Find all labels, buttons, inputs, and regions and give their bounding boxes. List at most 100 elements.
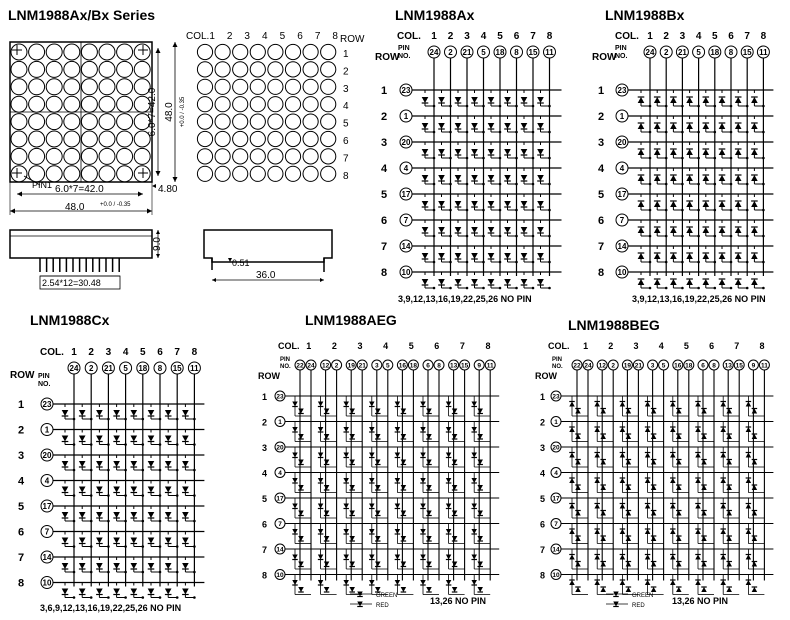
row-number: 1 [262,392,267,402]
red-led-diode [600,434,606,439]
green-led-diode [670,427,676,432]
junction-dot [449,156,452,160]
led-diode-symbol [61,512,69,518]
column-number: 7 [734,341,739,351]
led-diode-symbol [61,588,69,595]
led-diode-symbol [537,123,544,129]
junction-dot [531,286,535,290]
led-diode-symbol [653,279,661,285]
column-number: 2 [448,31,454,42]
dot-led [116,113,134,131]
column-number: 4 [659,341,664,351]
led-diode-symbol [438,97,445,103]
column-number: 8 [192,347,198,358]
red-led-diode [751,536,758,541]
dot-led [232,130,249,148]
red-led-diode [400,485,407,490]
column-number: 8 [547,31,553,42]
junction-dot [515,286,518,290]
green-led-diode [670,529,676,534]
dot-led [98,60,116,78]
junction-dot [548,208,551,212]
column-number: 1 [306,341,311,351]
red-led-diode [298,408,304,414]
red-led-diode [701,434,707,439]
column-number: 2 [332,341,337,351]
red-led-diode [751,408,758,414]
led-diode-symbol [520,227,528,233]
column-number: 7 [460,341,465,351]
red-led-diode [600,587,606,592]
column-pin-number: 2 [89,364,94,373]
led-diode-symbol [421,279,429,285]
dot-led [45,130,63,148]
column-pin-number: 18 [410,363,418,370]
dot-led [10,60,28,78]
led-diode-symbol [421,97,429,103]
junction-dot [762,104,765,108]
green-led-diode [644,554,651,560]
led-diode-symbol [61,486,69,493]
row-number: 6 [18,527,24,539]
junction-dot [531,130,535,134]
column-pin-number: 21 [463,48,472,57]
green-led-diode [445,478,452,483]
row-pin-number: 10 [552,572,560,579]
junction-dot [664,260,668,264]
junction-dot [141,545,145,548]
row-number: 8 [18,578,24,590]
junction-dot [141,443,145,446]
row-pin-number: 23 [402,86,411,95]
junction-dot [175,494,179,497]
red-led-diode [375,587,381,592]
junction-dot [72,596,76,599]
led-diode-symbol [130,435,138,442]
column-number: 6 [514,31,520,42]
dot-led [302,61,319,78]
row-pin-number: 14 [618,242,627,251]
dot-led [116,43,134,61]
dot-led [63,60,81,78]
column-pin-number: 11 [761,363,768,370]
dot-led [98,165,116,183]
red-led-diode [323,408,330,414]
green-led-diode [745,503,752,509]
junction-dot [729,156,733,160]
junction-dot [697,234,700,238]
row-number: 5 [262,494,267,504]
red-led-diode [477,485,483,490]
green-led-diode [619,401,626,407]
column-number: 1 [647,31,653,42]
row-pin-number: 1 [45,426,50,435]
col-label: COL. [548,341,570,351]
led-diode-symbol [164,410,172,416]
red-led-diode [701,408,707,414]
row-pin-number: 23 [43,400,52,409]
junction-dot [89,417,93,421]
green-led-diode [317,427,324,432]
junction-dot [515,208,518,212]
row-number: 4 [18,476,25,488]
green-led-diode [720,478,726,483]
junction-dot [175,468,179,472]
led-diode-symbol [504,175,511,181]
red-led-diode [451,485,458,490]
junction-dot [107,417,110,421]
junction-dot [713,104,717,108]
red-led-diode [400,510,407,516]
row-number: 7 [598,241,604,253]
col-label: COL. [397,31,421,42]
row-number: 1 [343,49,349,60]
junction-dot [124,443,127,446]
led-diode-symbol [61,435,69,442]
green-led-diode [745,580,752,585]
junction-dot [432,156,436,160]
no-pin-note: 13,26 NO PIN [672,596,728,606]
led-diode-symbol [78,512,86,518]
red-led-diode [701,510,707,516]
red-led-diode [298,536,304,541]
led-diode-symbol [751,149,758,155]
led-diode-symbol [96,461,103,467]
junction-dot [664,104,668,108]
